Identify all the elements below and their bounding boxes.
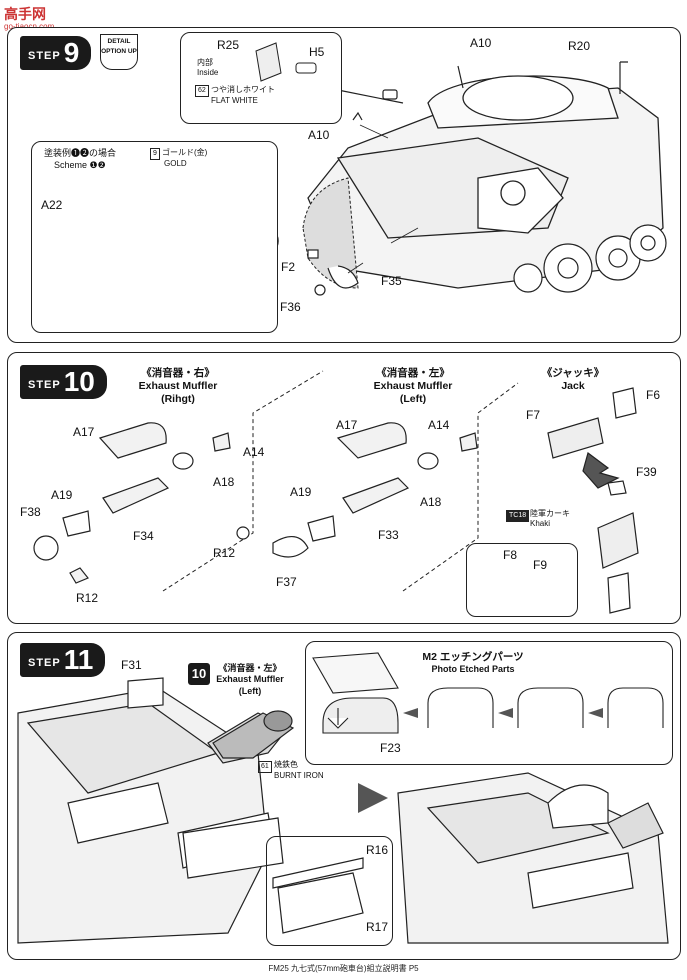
part-label-f33: F33 bbox=[378, 528, 399, 542]
step11-drawing bbox=[17, 652, 669, 944]
part-label-a19-right: A19 bbox=[51, 488, 73, 502]
step11-panel: STEP 11 10 《消音器・左》 Exhaust Muffler (Left… bbox=[7, 632, 681, 960]
step10-drawing bbox=[33, 370, 639, 614]
paint-number-62: 62 bbox=[195, 85, 209, 97]
muffler-callout-side: (Left) bbox=[238, 685, 262, 696]
muffler-left-en: Exhaust Muffler bbox=[373, 380, 453, 393]
part-label-f2: F2 bbox=[281, 260, 296, 274]
step-word: STEP bbox=[28, 657, 61, 669]
gold-en: GOLD bbox=[164, 159, 187, 168]
paint-number-9: 9 bbox=[150, 148, 160, 160]
step11-header: STEP 11 bbox=[20, 643, 106, 677]
muffler-right-caption: 《消音器・右》 Exhaust Muffler (Rihgt) bbox=[108, 367, 248, 406]
step10-header: STEP 10 bbox=[20, 365, 107, 399]
part-label-a18-left: A18 bbox=[420, 495, 442, 509]
scheme-jp: 塗装例❶❷の場合 bbox=[44, 148, 117, 158]
step-word: STEP bbox=[28, 379, 61, 391]
part-label-a17-right: A17 bbox=[73, 425, 95, 439]
inside-jp: 内部 bbox=[197, 58, 213, 67]
box-parts-callout bbox=[266, 836, 393, 946]
paint-jp: つや消しホワイト bbox=[211, 85, 275, 94]
muffler-right-jp: 《消音器・右》 bbox=[141, 367, 215, 379]
part-label-f35: F35 bbox=[381, 274, 402, 288]
photo-etched-callout bbox=[305, 641, 673, 765]
part-label-f34: F34 bbox=[133, 529, 154, 543]
part-label-f9: F9 bbox=[533, 558, 548, 572]
part-label-a22: A22 bbox=[41, 198, 63, 212]
step10-panel: STEP 10 《消音器・右》 Exhaust Muffler (Rihgt) … bbox=[7, 352, 681, 624]
part-label-a14-right: A14 bbox=[243, 445, 265, 459]
part-label-f36: F36 bbox=[280, 300, 301, 314]
part-label-h5: H5 bbox=[309, 45, 325, 59]
muffler-right-en: Exhaust Muffler bbox=[138, 380, 218, 393]
jack-assembly-callout bbox=[466, 543, 578, 617]
photo-etched-caption: M2 エッチングパーツ Photo Etched Parts bbox=[408, 651, 538, 675]
muffler-callout-en: Exhaust Muffler bbox=[216, 674, 284, 685]
part-label-a19-left: A19 bbox=[290, 485, 312, 499]
part-label-f6: F6 bbox=[646, 388, 661, 402]
jack-jp: 《ジャッキ》 bbox=[541, 367, 605, 379]
khaki-jp: 陸軍カーキ bbox=[530, 509, 570, 518]
muffler-left-jp: 《消音器・左》 bbox=[376, 367, 450, 379]
detail-option-up-badge: DETAIL OPTION UP bbox=[100, 34, 138, 70]
part-label-r12-left: R12 bbox=[213, 546, 236, 560]
paint-number-61: 61 bbox=[258, 761, 272, 773]
scheme-en: Scheme ❶❷ bbox=[54, 160, 106, 170]
step9-drawing bbox=[67, 61, 667, 319]
part-label-r12-right: R12 bbox=[76, 591, 99, 605]
watermark-url: go-tiaocn.com bbox=[4, 22, 54, 31]
step-number: 11 bbox=[63, 644, 94, 675]
muffler-right-side: (Rihgt) bbox=[161, 393, 195, 406]
burnt-iron-jp: 焼鉄色 bbox=[274, 760, 298, 769]
step-number: 9 bbox=[63, 37, 80, 68]
part-label-r17: R17 bbox=[366, 920, 389, 934]
paint-number-tc18: TC18 bbox=[506, 510, 530, 522]
step-number: 10 bbox=[63, 366, 95, 397]
muffler-callout-jp: 《消音器・左》 bbox=[218, 663, 282, 673]
part-label-r20: R20 bbox=[568, 39, 591, 53]
khaki-en: Khaki bbox=[530, 519, 551, 528]
jack-en: Jack bbox=[561, 380, 585, 393]
part-label-f7: F7 bbox=[526, 408, 541, 422]
part-label-f8: F8 bbox=[503, 548, 518, 562]
part-label-f39: F39 bbox=[636, 465, 657, 479]
part-label-f37: F37 bbox=[276, 575, 297, 589]
inside-detail-callout: R25 H5 内部 Inside 62 つや消しホワイト FLAT WHITE bbox=[180, 32, 342, 124]
muffler-callout-number: 10 bbox=[188, 663, 210, 685]
photo-etched-jp: M2 エッチングパーツ bbox=[422, 651, 524, 663]
burnt-iron-en: BURNT IRON bbox=[274, 771, 324, 780]
scheme-detail-callout: 塗装例❶❷の場合 Scheme ❶❷ 9 ゴールド(金) GOLD bbox=[31, 141, 278, 333]
step-word: STEP bbox=[28, 50, 61, 62]
part-label-a17-left: A17 bbox=[336, 418, 358, 432]
muffler-callout-caption: 《消音器・左》 Exhaust Muffler (Left) bbox=[210, 663, 290, 697]
part-label-a10-top: A10 bbox=[470, 36, 492, 50]
part-label-f23: F23 bbox=[380, 741, 401, 755]
part-label-r16: R16 bbox=[366, 843, 389, 857]
muffler-left-caption: 《消音器・左》 Exhaust Muffler (Left) bbox=[343, 367, 483, 406]
photo-etched-en: Photo Etched Parts bbox=[431, 664, 515, 675]
part-label-a18-right: A18 bbox=[213, 475, 235, 489]
part-label-a10-side: A10 bbox=[308, 128, 330, 142]
part-label-a14-left: A14 bbox=[428, 418, 450, 432]
watermark-brand: 高手网 bbox=[4, 6, 46, 22]
part-label-f38: F38 bbox=[20, 505, 41, 519]
gold-jp: ゴールド(金) bbox=[162, 148, 208, 157]
muffler-left-side: (Left) bbox=[399, 393, 427, 406]
page-footer: FM25 九七式(57mm砲車台)組立説明書 P5 bbox=[268, 964, 419, 973]
inside-parts-drawing bbox=[255, 42, 317, 82]
step9-header: STEP 9 bbox=[20, 36, 92, 70]
part-label-f31: F31 bbox=[121, 658, 142, 672]
inside-en: Inside bbox=[197, 68, 219, 77]
step9-panel: STEP 9 DETAIL OPTION UP bbox=[7, 27, 681, 343]
paint-en: FLAT WHITE bbox=[211, 96, 258, 105]
jack-caption: 《ジャッキ》 Jack bbox=[533, 367, 613, 393]
part-label-r25: R25 bbox=[217, 38, 240, 52]
